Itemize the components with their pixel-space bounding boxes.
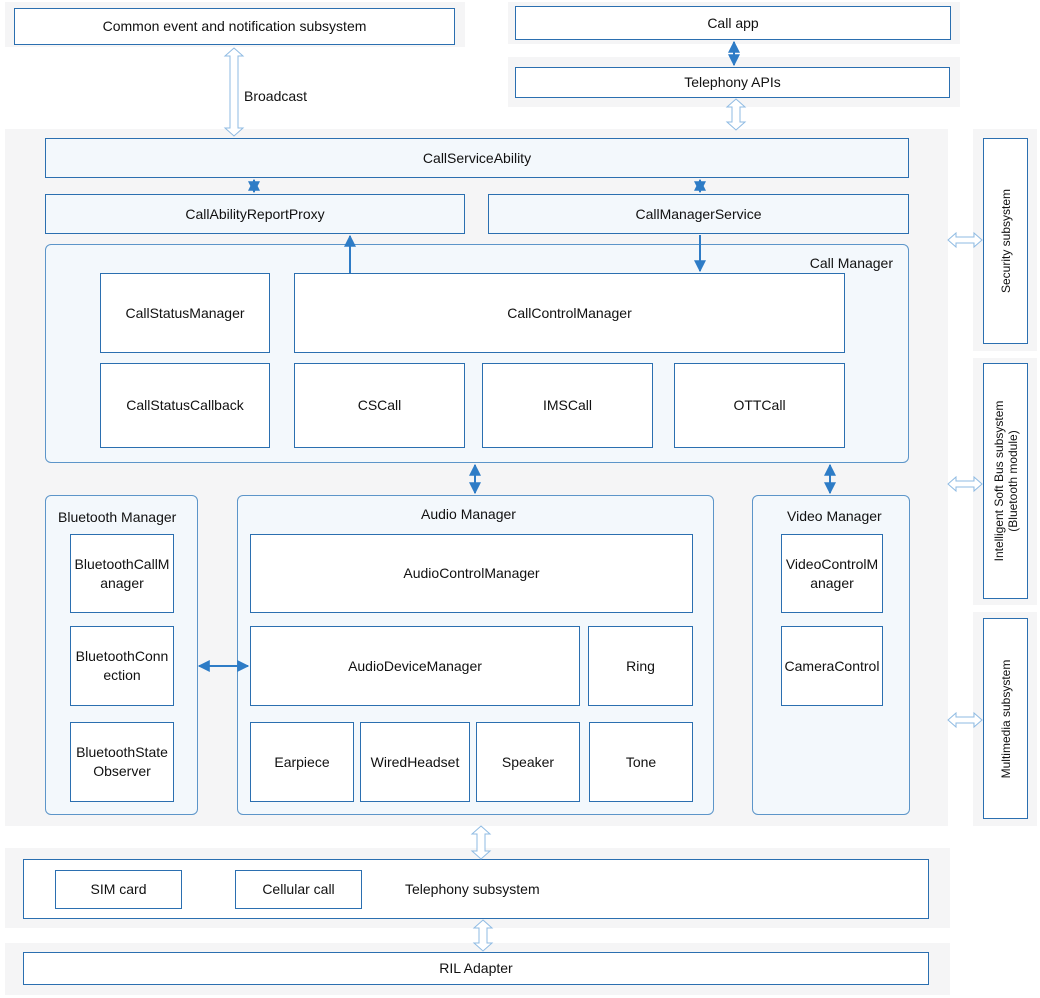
speaker-box: Speaker [476, 722, 580, 802]
cellular-call-box: Cellular call [235, 870, 362, 909]
video-control-manager-label: VideoControlManager [785, 555, 879, 591]
call-manager-service-box: CallManagerService [488, 194, 909, 234]
video-manager-title: Video Manager [787, 508, 882, 524]
tone-label: Tone [625, 753, 657, 770]
call-ability-report-proxy-label: CallAbilityReportProxy [185, 206, 325, 222]
call-status-manager-label: CallStatusManager [125, 304, 245, 321]
framework-to-telephony-hollow-arrow [470, 825, 492, 860]
cs-call-label: CSCall [357, 397, 402, 413]
bluetooth-state-observer-label: BluetoothStateObserver [76, 744, 168, 779]
call-service-ability-label: CallServiceAbility [422, 150, 532, 166]
call-control-manager-label: CallControlManager [507, 304, 632, 321]
audio-control-manager-label: AudioControlManager [403, 565, 540, 581]
call-ability-report-proxy-box: CallAbilityReportProxy [45, 194, 465, 234]
bluetooth-connection-box: BluetoothConnection [70, 626, 174, 706]
ott-call-box: OTTCall [674, 363, 845, 448]
earpiece-label: Earpiece [274, 753, 330, 770]
speaker-label: Speaker [501, 753, 555, 770]
bluetooth-manager-title: Bluetooth Manager [58, 509, 177, 525]
audio-device-manager-label: AudioDeviceManager [348, 657, 482, 674]
wired-headset-label: WiredHeadset [370, 753, 460, 770]
audio-device-manager-box: AudioDeviceManager [250, 626, 580, 706]
call-manager-service-label: CallManagerService [635, 206, 762, 222]
ims-call-label: IMSCall [542, 397, 592, 413]
multimedia-hollow-arrow [947, 711, 983, 729]
soft-bus-hollow-arrow [947, 475, 983, 493]
apis-to-service-hollow-arrow [725, 98, 747, 131]
call-manager-title: Call Manager [809, 255, 893, 271]
call-control-manager-box: CallControlManager [294, 273, 845, 353]
telephony-to-ril-hollow-arrow [472, 919, 494, 952]
ring-label: Ring [626, 657, 655, 674]
call-service-ability-box: CallServiceAbility [45, 138, 909, 178]
call-status-manager-box: CallStatusManager [100, 273, 270, 353]
wired-headset-box: WiredHeadset [360, 722, 470, 802]
call-app-label: Call app [707, 14, 759, 31]
camera-control-label: CameraControl [784, 657, 880, 674]
bluetooth-connection-label: BluetoothConnection [75, 648, 169, 683]
call-status-callback-label: CallStatusCallback [126, 397, 244, 413]
telephony-subsystem-label: Telephony subsystem [405, 881, 540, 897]
security-subsystem-box: Security subsystem [983, 138, 1028, 344]
common-event-label: Common event and notification subsystem [102, 18, 367, 34]
video-control-manager-box: VideoControlManager [781, 534, 883, 613]
cs-call-box: CSCall [294, 363, 465, 448]
earpiece-box: Earpiece [250, 722, 354, 802]
telephony-apis-box: Telephony APIs [515, 67, 950, 98]
ring-box: Ring [588, 626, 693, 706]
tone-box: Tone [589, 722, 693, 802]
ril-adapter-box: RIL Adapter [23, 952, 929, 985]
ril-adapter-label: RIL Adapter [439, 960, 513, 976]
broadcast-hollow-arrow [223, 47, 245, 137]
multimedia-subsystem-box: Multimedia subsystem [983, 618, 1028, 819]
cellular-call-label: Cellular call [262, 881, 335, 897]
bluetooth-call-manager-box: BluetoothCallManager [70, 534, 174, 613]
broadcast-label: Broadcast [244, 88, 308, 104]
soft-bus-subsystem-box: Intelligent Soft Bus subsystem (Bluetoot… [983, 363, 1028, 599]
common-event-box: Common event and notification subsystem [14, 8, 455, 45]
audio-control-manager-box: AudioControlManager [250, 534, 693, 613]
camera-control-box: CameraControl [781, 626, 883, 706]
bluetooth-state-observer-box: BluetoothStateObserver [70, 722, 174, 802]
sim-card-box: SIM card [55, 870, 182, 909]
call-status-callback-box: CallStatusCallback [100, 363, 270, 448]
audio-manager-title: Audio Manager [421, 506, 516, 522]
call-app-box: Call app [515, 6, 951, 40]
bluetooth-call-manager-label: BluetoothCallManager [74, 555, 170, 591]
telephony-apis-label: Telephony APIs [684, 74, 781, 90]
ims-call-box: IMSCall [482, 363, 653, 448]
security-hollow-arrow [947, 231, 983, 249]
sim-card-label: SIM card [90, 881, 147, 897]
ott-call-label: OTTCall [733, 397, 786, 413]
